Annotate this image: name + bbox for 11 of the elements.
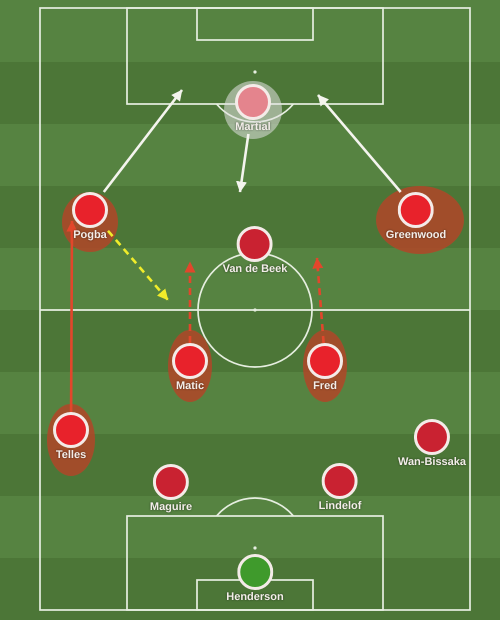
player-name: Telles (56, 449, 86, 462)
player-name: Fred (313, 380, 337, 393)
player-name: Van de Beek (222, 263, 288, 276)
player-name: Martial (235, 121, 271, 134)
player-name: Matic (176, 380, 204, 393)
player-name: Wan-Bissaka (398, 456, 466, 469)
player-name: Greenwood (386, 229, 446, 242)
player-name: Henderson (226, 591, 284, 604)
player-name: Maguire (150, 501, 192, 514)
player-name: Lindelof (318, 500, 362, 513)
player-name: Pogba (73, 229, 107, 242)
